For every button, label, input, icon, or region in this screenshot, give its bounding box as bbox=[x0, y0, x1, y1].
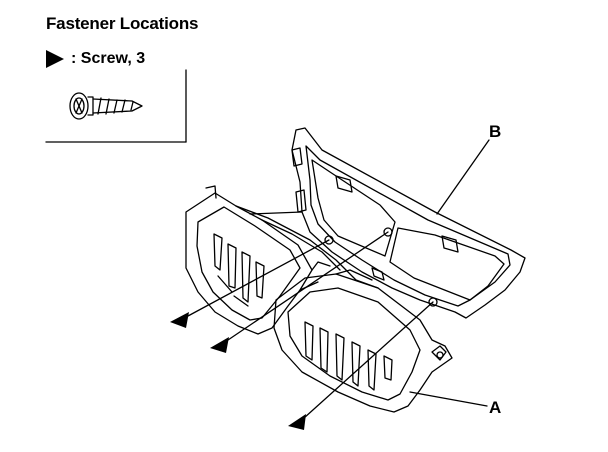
legend-label: : Screw, 3 bbox=[71, 50, 146, 67]
filled-triangle-arrow-icon bbox=[46, 50, 64, 68]
screw-marker-icon bbox=[288, 414, 306, 430]
screw-marker-icon bbox=[170, 312, 189, 328]
screw-icon bbox=[69, 92, 143, 120]
screw-leader-lines bbox=[187, 231, 434, 419]
callout-leaders bbox=[409, 139, 490, 407]
callout-label-a: A bbox=[489, 398, 502, 417]
screw-location-markers bbox=[170, 312, 306, 430]
fastener-legend: : Screw, 3 bbox=[45, 48, 145, 70]
grille-opening-left-a bbox=[185, 185, 313, 335]
page-title: Fastener Locations bbox=[46, 14, 199, 33]
grille-upper-bar bbox=[235, 205, 379, 289]
callout-label-b: B bbox=[489, 122, 502, 141]
screw-marker-icon bbox=[210, 337, 229, 353]
grille-frame-b bbox=[249, 127, 526, 319]
legend-frame bbox=[45, 69, 187, 143]
